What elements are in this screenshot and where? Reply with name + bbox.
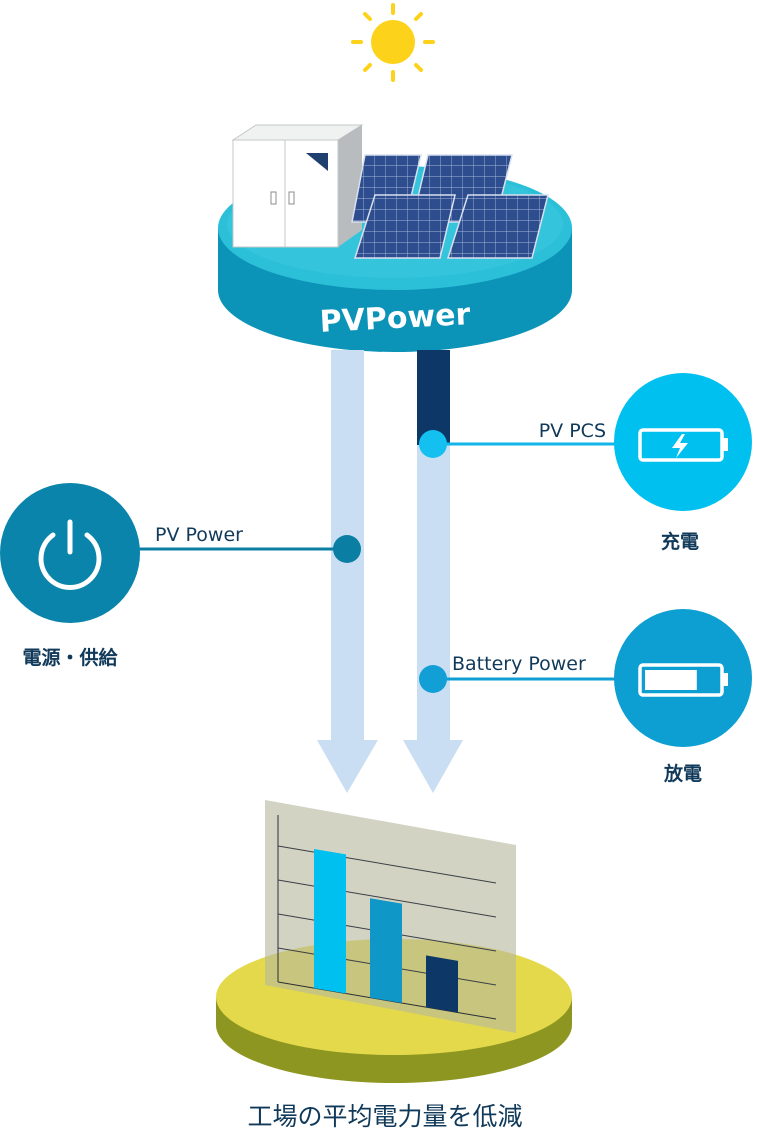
battery-power-line-label: Battery Power (452, 653, 586, 675)
battery-level-fill (645, 670, 697, 690)
power-supply-caption: 電源・供給 (22, 646, 118, 669)
power-supply-node (0, 483, 361, 623)
battery-charging-icon (638, 428, 728, 462)
pcs-conduit (417, 350, 450, 445)
charge-caption: 充電 (661, 530, 699, 553)
chart-bar (426, 955, 458, 1013)
solar-panels (351, 154, 549, 259)
battery-full-icon (638, 663, 728, 697)
pv-power-line-label: PV Power (155, 524, 243, 546)
chart-bar (370, 898, 402, 1004)
discharge-caption: 放電 (663, 762, 702, 785)
chart-bar (314, 848, 346, 994)
charge-node (419, 373, 752, 511)
sun-icon (351, 3, 435, 82)
bar-chart (265, 800, 516, 1033)
pcs-cabinet (231, 124, 364, 248)
pv-pcs-line-label: PV PCS (539, 420, 606, 442)
discharge-node (419, 609, 752, 747)
platform-label: PVPower (319, 297, 471, 340)
pv-power-flow-arrow (317, 350, 378, 793)
bottom-caption: 工場の平均電力量を低減 (247, 1102, 522, 1131)
power-icon (38, 519, 102, 590)
battery-flow-arrow (403, 440, 463, 793)
